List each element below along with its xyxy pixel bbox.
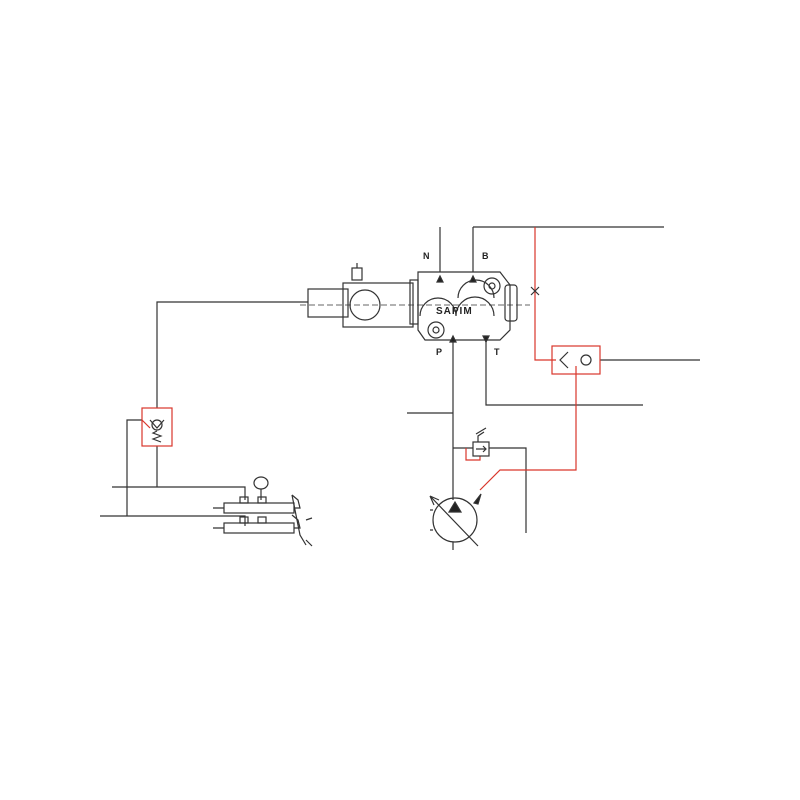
port-label-t: T bbox=[494, 347, 500, 357]
pilot-line-relief bbox=[465, 448, 481, 461]
pilot-line-load-sense bbox=[534, 227, 556, 361]
check-valve-box bbox=[141, 407, 173, 447]
variable-pump-icon bbox=[429, 493, 482, 550]
line-steering bbox=[156, 301, 308, 487]
hydraulic-lines bbox=[100, 226, 700, 533]
shuttle-valve-box bbox=[551, 345, 601, 375]
line-brake-1 bbox=[112, 486, 246, 500]
line-relief bbox=[453, 447, 527, 533]
port-label-p: P bbox=[436, 347, 442, 357]
control-valve-body bbox=[300, 263, 530, 344]
pilot-line-pump bbox=[479, 366, 577, 491]
line-tank bbox=[485, 340, 643, 406]
valve-brand-logo: SAPIM bbox=[436, 306, 473, 317]
port-label-b: B bbox=[482, 251, 489, 261]
shuttle-ball-icon bbox=[580, 354, 592, 366]
line-port-b bbox=[472, 226, 664, 272]
check-valve-icon bbox=[141, 419, 165, 443]
brake-master-cylinders bbox=[213, 476, 313, 547]
orifice-icon bbox=[530, 286, 540, 296]
port-label-n: N bbox=[423, 251, 430, 261]
relief-valve-icon bbox=[472, 427, 490, 457]
shuttle-seat-icon bbox=[559, 351, 569, 369]
pilot-lines bbox=[141, 227, 601, 491]
